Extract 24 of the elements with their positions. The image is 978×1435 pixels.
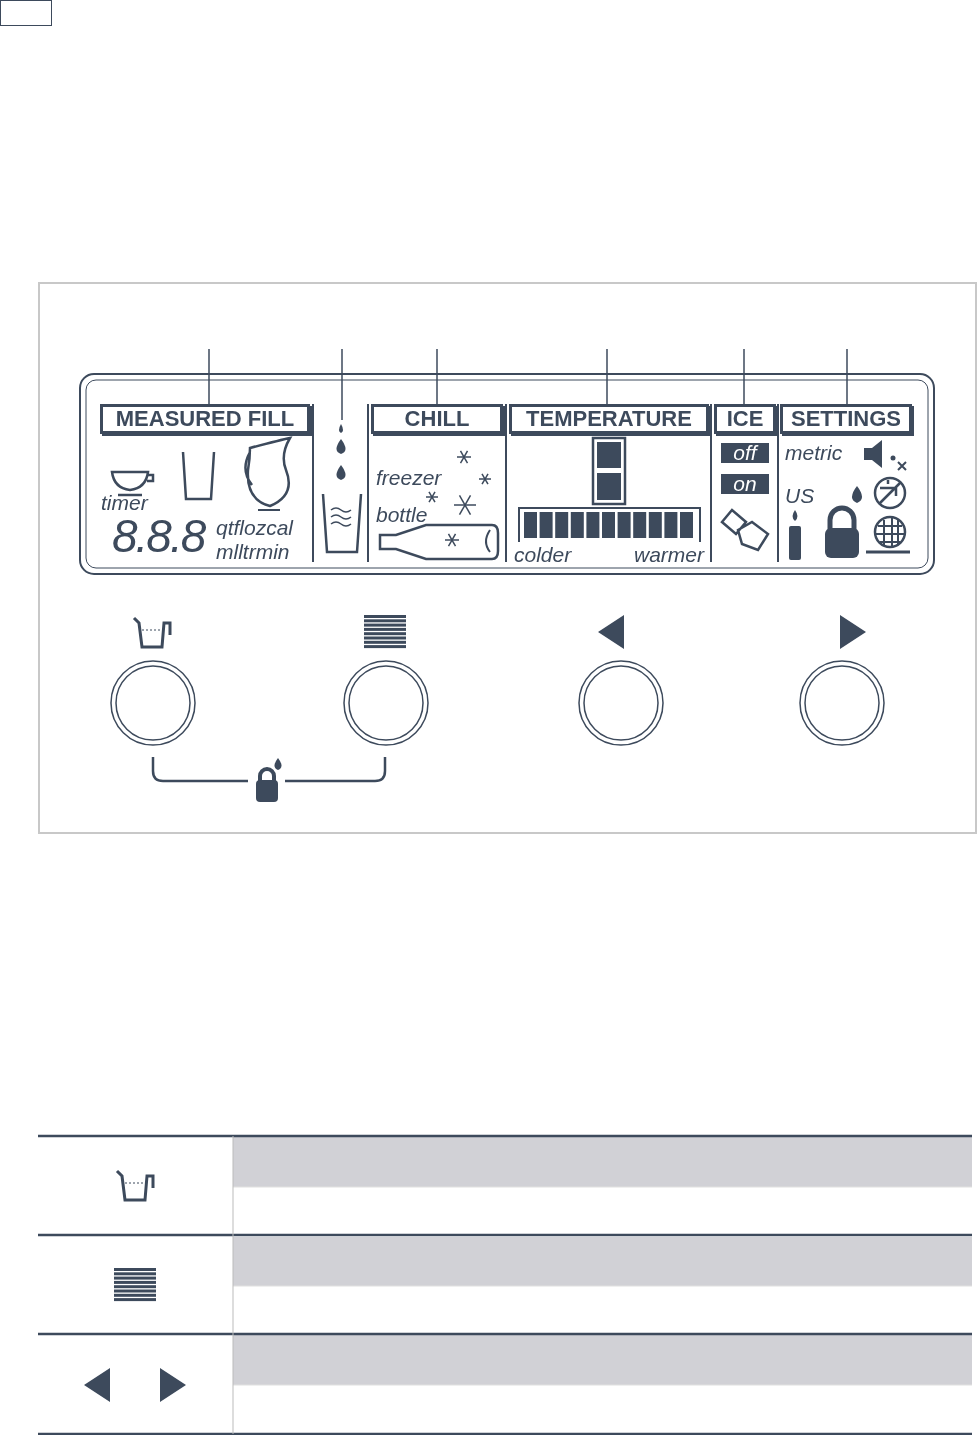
section-heading: SETTINGS (780, 404, 912, 434)
timer-label: timer (101, 492, 148, 514)
unit-label: metric (785, 442, 843, 464)
leader-line (208, 348, 210, 405)
leader-line (743, 348, 745, 405)
scale-label: warmer (634, 544, 704, 566)
leader-line (341, 348, 343, 421)
unit-label: US (785, 485, 815, 507)
mode-label: freezer (376, 467, 442, 489)
scale-label: colder (514, 544, 572, 566)
leader-line (846, 348, 848, 405)
unit-label: mlltrmin (216, 541, 290, 563)
mode-label: bottle (376, 504, 428, 526)
section-heading: MEASURED FILL (100, 404, 310, 434)
water-glass-icon (321, 424, 363, 554)
segment-display: 8.8.8 (112, 512, 205, 560)
section-heading: TEMPERATURE (509, 404, 709, 434)
unit-label: qtflozcal (216, 517, 294, 539)
leader-line (606, 348, 608, 405)
leader-line (436, 348, 438, 405)
section-heading: ICE (714, 404, 776, 434)
status-badge: off (721, 443, 769, 463)
section-heading: CHILL (371, 404, 503, 434)
status-badge: on (721, 474, 769, 494)
